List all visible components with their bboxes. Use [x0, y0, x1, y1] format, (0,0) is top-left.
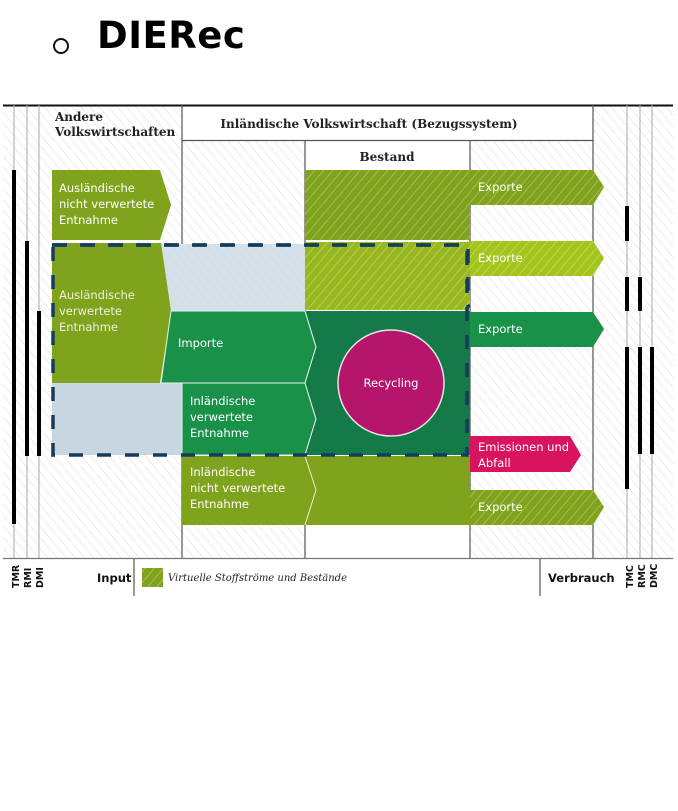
tmc-bar-2: [625, 277, 629, 311]
dmc-label: DMC: [649, 564, 660, 588]
stock-header-bg: [305, 140, 470, 170]
dmi-label: DMI: [35, 567, 46, 588]
domestic-unused-boundary: [304, 455, 317, 526]
stock-header: Bestand: [360, 150, 416, 164]
flow-exports-1-hatch: [470, 170, 604, 205]
tmr-label: TMR: [11, 564, 22, 588]
legend-swatch-hatch: [142, 568, 163, 587]
flow-domestic-unused-extraction: [182, 456, 316, 525]
rmc-bar-2: [638, 347, 642, 454]
tmr-bar: [12, 170, 16, 524]
domestic-used-label: Inländische verwertete Entnahme: [190, 394, 259, 440]
domestic-unused-label: Inländische nicht verwertete Entnahme: [190, 465, 289, 511]
flow-exports-2-hatch: [470, 241, 604, 276]
stock-virtual-top-hatch: [305, 170, 470, 240]
flow-foreign-used-extraction: [52, 243, 171, 383]
exports-1-label: Exporte: [478, 180, 523, 194]
tmc-label: TMC: [625, 565, 636, 588]
recycling-circle: [337, 329, 445, 437]
emissions-label: Emissionen und Abfall: [478, 440, 573, 470]
stock-bottom-bg: [305, 525, 470, 558]
exports-2-label: Exporte: [478, 251, 523, 265]
tmc-bar-1: [625, 206, 629, 241]
input-label: Input: [97, 571, 132, 585]
rmc-bar-1: [638, 277, 642, 311]
rmc-label: RMC: [637, 564, 648, 588]
recycling-label: Recycling: [364, 376, 419, 390]
flow-exports-4-hatch: [470, 490, 604, 525]
legend-label: Virtuelle Stoffströme und Bestände: [168, 573, 347, 584]
dashed-system-boundary: [51, 243, 469, 457]
rmi-bar: [25, 241, 29, 456]
rmi-label: RMI: [23, 568, 34, 588]
foreign-unused-label: Ausländische nicht verwertete Entnahme: [59, 181, 158, 227]
foreign-used-label: Ausländische verwertete Entnahme: [59, 288, 139, 334]
footer-bg: [3, 558, 673, 598]
domestic-header-bg: [182, 105, 593, 140]
dmc-bar: [650, 347, 654, 454]
stock-virtual-mid-hatch: [305, 242, 470, 310]
exports-3-label: Exporte: [478, 322, 523, 336]
domestic-economy-header: Inländische Volkswirtschaft (Bezugssyste…: [220, 117, 517, 131]
flow-emissions-waste: [470, 436, 581, 472]
tmc-bar-3: [625, 347, 629, 489]
dmi-bar: [37, 311, 41, 456]
flow-exports-3: [470, 312, 604, 347]
flow-foreign-unused-extraction: [52, 170, 171, 240]
consumption-label: Verbrauch: [548, 571, 615, 585]
slide-title: DIERec: [97, 14, 246, 57]
imports-label: Importe: [178, 336, 223, 350]
virtual-region-bottom: [52, 383, 182, 455]
bullet-icon: [53, 38, 69, 54]
stock-boundary-line: [304, 310, 317, 456]
other-economies-header: Andere Volkswirtschaften: [54, 110, 175, 139]
exports-4-label: Exporte: [478, 500, 523, 514]
stock-domestic-unused: [305, 456, 470, 525]
